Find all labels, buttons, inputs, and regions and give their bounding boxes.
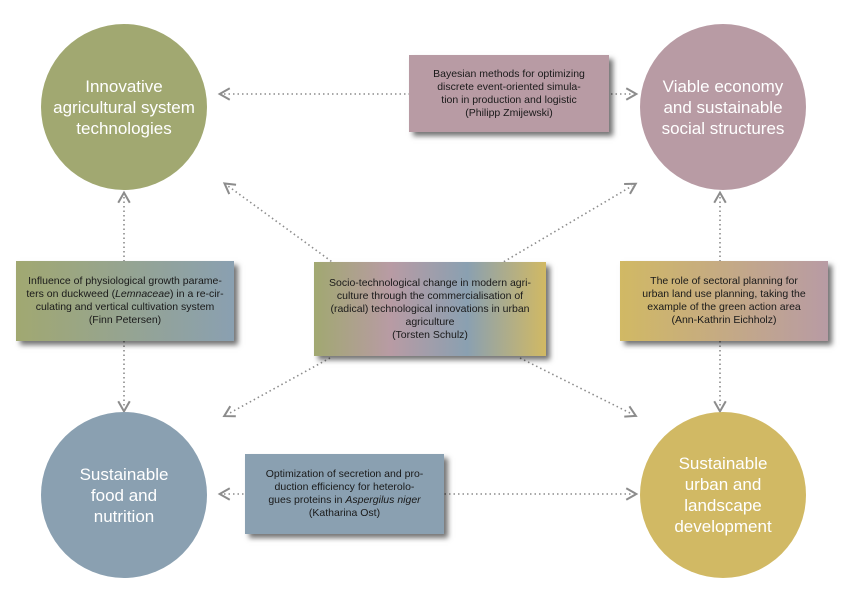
text-part: ) in a re-cir-: [169, 288, 224, 300]
box-bayesian-methods: Bayesian methods for optimizing discrete…: [409, 55, 609, 132]
arrow-center-food: [222, 357, 331, 418]
box-text-line: (radical) technological innovations in u…: [330, 302, 530, 315]
box-author: (Finn Petersen): [88, 314, 162, 326]
box-secretion-optimization: Optimization of secretion and pro- ducti…: [245, 454, 444, 534]
node-label: Sustainable food and nutrition: [79, 464, 169, 526]
node-sustainable-urban-landscape: Sustainable urban and landscape developm…: [640, 412, 806, 578]
box-author: (Ann-Kathrin Eichholz): [671, 314, 777, 326]
box-text-line: agriculture: [405, 315, 455, 328]
node-sustainable-food-nutrition: Sustainable food and nutrition: [41, 412, 207, 578]
box-author: (Torsten Schulz): [392, 328, 468, 341]
box-text-line: culating and vertical cultivation system: [35, 301, 215, 313]
arrow-center-innovative: [222, 182, 336, 265]
arrow-center-urban: [519, 357, 638, 418]
box-author: (Katharina Ost): [308, 507, 381, 519]
node-label: Viable economy and sustainable social st…: [661, 76, 785, 138]
box-text-line: urban land use planning, taking the: [642, 288, 806, 300]
box-text-line: Optimization of secretion and pro-: [265, 468, 424, 480]
box-text-line: example of the green action area: [647, 301, 801, 313]
box-text-line: Bayesian methods for optimizing: [433, 67, 585, 80]
box-sectoral-planning: The role of sectoral planning for urban …: [620, 261, 828, 341]
box-text-line: The role of sectoral planning for: [650, 275, 798, 287]
box-text-line: gues proteins in Aspergilus niger: [268, 494, 420, 507]
node-label: Sustainable urban and landscape developm…: [674, 454, 772, 536]
box-text-line: Socio-technological change in modern agr…: [329, 276, 531, 289]
box-socio-technological-change: Socio-technological change in modern agr…: [314, 262, 546, 356]
box-text-line: duction efficiency for heterolo-: [274, 481, 415, 493]
text-part: ters on duckweed (: [26, 288, 116, 300]
box-text-line: ters on duckweed (Lemnaceae) in a re-cir…: [26, 288, 223, 301]
box-author: (Philipp Zmijewski): [465, 106, 553, 119]
node-innovative-agricultural-system-technologies: Innovative agricultural system technolog…: [41, 24, 207, 190]
box-text-line: tion in production and logistic: [441, 93, 577, 106]
arrow-center-viable: [499, 182, 638, 265]
node-label: Innovative agricultural system technolog…: [53, 76, 195, 138]
box-duckweed-growth: Influence of physiological growth parame…: [16, 261, 234, 341]
species-name: Lemnaceae: [115, 288, 170, 300]
species-name: Aspergilus niger: [345, 494, 421, 506]
box-text-line: Influence of physiological growth parame…: [28, 275, 222, 287]
node-viable-economy: Viable economy and sustainable social st…: [640, 24, 806, 190]
text-part: gues proteins in: [268, 494, 346, 506]
box-text-line: culture through the commercialisation of: [336, 289, 524, 302]
box-text-line: discrete event-oriented simula-: [437, 80, 581, 93]
